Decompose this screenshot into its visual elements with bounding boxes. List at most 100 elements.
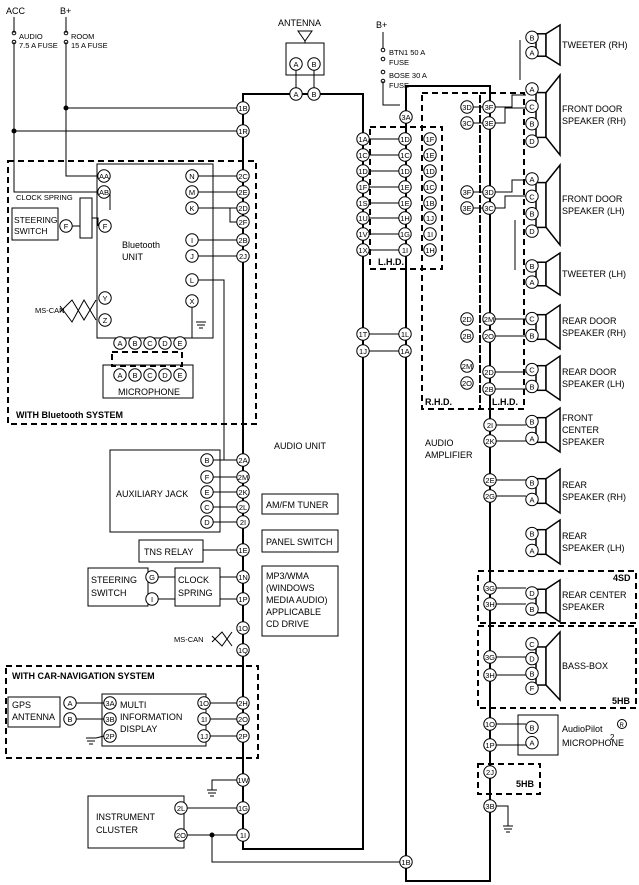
speaker-cone [545, 630, 561, 702]
wire [382, 81, 400, 106]
lhd-option-boundary [369, 126, 443, 270]
connector-pin: A [63, 696, 77, 710]
registered-mark [617, 719, 627, 729]
connector-pin: B [525, 259, 539, 273]
connector-pin: E [173, 368, 187, 382]
pin-circle [289, 87, 303, 101]
pin-circle [398, 132, 412, 146]
pin-circle [483, 418, 497, 432]
pin-label: 1B [401, 858, 410, 867]
pin-label: 1D [425, 167, 435, 176]
pin-label: D [162, 339, 168, 348]
pin-circle [460, 100, 474, 114]
connector-pin: K [185, 201, 199, 215]
lhd-amp-option-boundary [479, 92, 525, 410]
pin-label: 2O [462, 379, 472, 388]
pin-label: 2J [239, 252, 247, 261]
rhd-label: R.H.D. [425, 397, 452, 407]
pin-label: D [529, 227, 535, 236]
pin-circle [525, 492, 539, 507]
ms-can-label: MS-CAN [35, 306, 65, 315]
pin-circle [185, 294, 199, 308]
front-center-speaker-label: CENTER [562, 425, 600, 435]
pin-circle [174, 828, 188, 842]
pin-label: 1B [425, 199, 434, 208]
pin-label: 1O [238, 624, 248, 633]
pin-label: 1P [485, 741, 494, 750]
pin-label: B [529, 33, 534, 42]
connector-pin: 3A [103, 696, 117, 710]
am-fm-tuner-label: AM/FM TUNER [266, 500, 329, 510]
rear-center-option-boundary [477, 570, 637, 624]
pin-label: 1B [238, 104, 247, 113]
connector-pin: 1H [398, 211, 412, 225]
pin-circle [525, 735, 539, 750]
connector-pin: 2B [482, 382, 496, 396]
rear-center-speaker-icon [535, 578, 561, 624]
fuse-label: FUSE [389, 58, 409, 67]
panel-switch-label: PANEL SWITCH [266, 537, 333, 547]
pin-circle [525, 206, 539, 221]
connector-pin: 1C [423, 180, 437, 194]
connector-pin: 2O [460, 376, 474, 390]
connector-pin: B [525, 475, 539, 490]
pin-circle [307, 57, 321, 71]
pin-label: 2H [238, 699, 248, 708]
pin-label: 3B [485, 802, 494, 811]
connector-pin: 3F [482, 100, 496, 114]
pin-circle [236, 201, 250, 215]
pin-circle [482, 382, 496, 396]
pin-label: N [189, 172, 194, 181]
connector-pin: A [525, 431, 539, 446]
pin-label: C [529, 192, 535, 201]
pin-label: B [132, 371, 137, 380]
option-5hb-label: 5HB [516, 779, 535, 789]
pin-circle [197, 712, 211, 726]
connector-pin: 1J [423, 211, 437, 225]
pin-circle [145, 570, 159, 584]
pin-label: 2D [462, 315, 472, 324]
pin-label: 1J [426, 214, 434, 223]
connector-pin: 1B [236, 101, 250, 115]
pin-circle [460, 116, 474, 130]
pin-label: 3G [485, 653, 495, 662]
connector-pin: 1I [398, 243, 412, 257]
battery-label: B+ [376, 20, 387, 30]
pin-circle [525, 311, 539, 326]
speaker-cone [545, 72, 561, 158]
pin-label: 2K [238, 488, 247, 497]
pin-label: 3E [484, 119, 493, 128]
pin-label: D [529, 589, 535, 598]
pin-label: 1E [400, 183, 409, 192]
connector-pin: 3B [483, 799, 497, 813]
front-door-speaker-lh-icon [535, 162, 561, 248]
clock-spring-label: SPRING [178, 588, 213, 598]
connector-pin: B [525, 206, 539, 221]
connector-pin: 2D [236, 201, 250, 215]
wire [495, 179, 526, 193]
pin-circle [185, 169, 199, 183]
connector-pin: 2K [483, 434, 497, 448]
connector-pin: C [525, 311, 539, 326]
pin-circle [525, 666, 539, 681]
pin-circle [185, 273, 199, 287]
connector-pin: A [525, 492, 539, 507]
audio-amplifier-label: AMPLIFIER [425, 450, 473, 460]
gps-antenna-box [7, 696, 61, 728]
pin-circle [423, 227, 437, 241]
pin-circle [399, 110, 413, 124]
pin-circle [525, 82, 539, 96]
pin-label: B [204, 456, 209, 465]
pin-label: A [67, 699, 72, 708]
connector-pin: 1D [398, 164, 412, 178]
audio-amplifier-box [405, 85, 491, 882]
steering-switch-label: STEERING [14, 215, 57, 225]
connector-pin: AB [97, 185, 111, 199]
ms-can-label: MS-CAN [174, 635, 204, 644]
wire [495, 107, 526, 124]
pin-label: Y [102, 294, 107, 303]
connector-pin: 1E [423, 148, 437, 162]
pin-label: 1G [238, 804, 248, 813]
pin-circle [236, 453, 250, 467]
pin-label: F [103, 222, 108, 231]
